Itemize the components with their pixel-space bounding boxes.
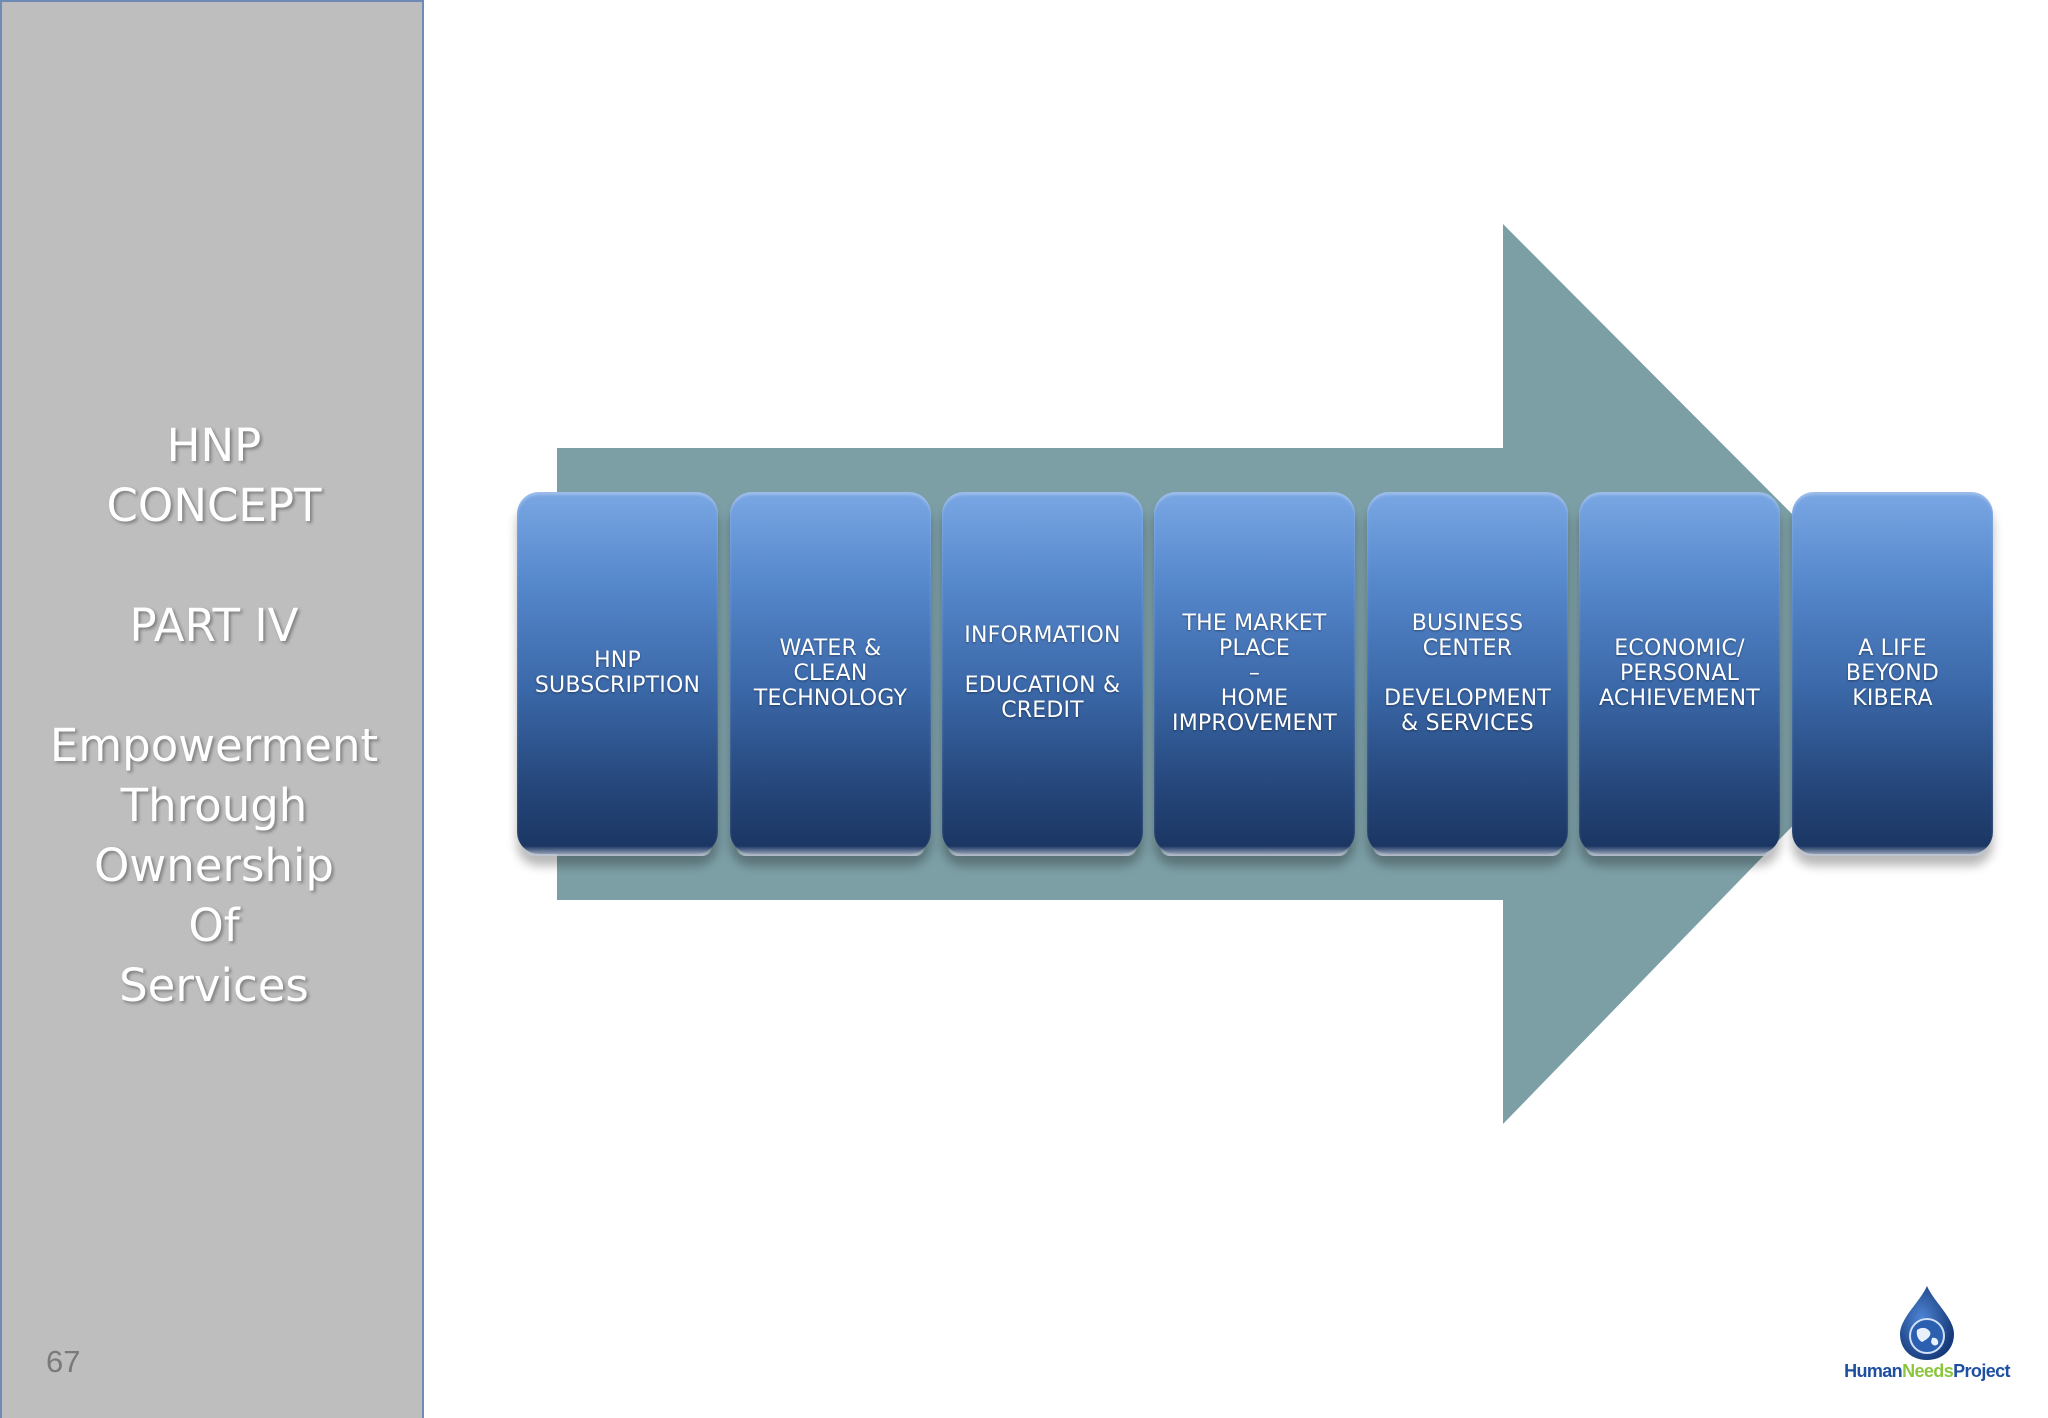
slide-title: HNP CONCEPT PART IV Empowerment Through … — [2, 416, 426, 1016]
step-market-place-home-improvement: THE MARKET PLACE – HOME IMPROVEMENT — [1154, 492, 1355, 856]
step-label: HNP SUBSCRIPTION — [534, 648, 701, 698]
water-drop-globe-icon — [1900, 1286, 1954, 1360]
subtitle-line: Ownership — [94, 839, 334, 892]
logo-word: Human — [1844, 1361, 1903, 1381]
subtitle-line: Of — [188, 899, 240, 952]
logo-word: Project — [1953, 1361, 2010, 1381]
subtitle-line: Through — [120, 779, 308, 832]
title-line: CONCEPT — [106, 479, 322, 532]
step-information-education-credit: INFORMATION EDUCATION & CREDIT — [942, 492, 1143, 856]
title-line: HNP — [166, 419, 262, 472]
step-label: BUSINESS CENTER DEVELOPMENT & SERVICES — [1384, 610, 1551, 736]
logo-word: Needs — [1902, 1361, 1954, 1381]
step-label: A LIFE BEYOND KIBERA — [1845, 635, 1940, 711]
page-number: 67 — [46, 1344, 81, 1379]
step-label: WATER & CLEAN TECHNOLOGY — [753, 635, 908, 711]
step-hnp-subscription: HNP SUBSCRIPTION — [517, 492, 718, 856]
subtitle-line: Empowerment — [49, 719, 379, 772]
human-needs-project-logo: HumanNeedsProject — [1842, 1282, 2012, 1390]
logo-wordmark: HumanNeedsProject — [1842, 1361, 2012, 1382]
step-label: THE MARKET PLACE – HOME IMPROVEMENT — [1172, 610, 1337, 736]
subtitle-line: Services — [119, 959, 309, 1012]
step-business-center: BUSINESS CENTER DEVELOPMENT & SERVICES — [1367, 492, 1568, 856]
part-label: PART IV — [129, 599, 299, 652]
step-life-beyond-kibera: A LIFE BEYOND KIBERA — [1792, 492, 1993, 856]
step-water-clean-technology: WATER & CLEAN TECHNOLOGY — [730, 492, 931, 856]
step-label: INFORMATION EDUCATION & CREDIT — [964, 623, 1121, 723]
step-label: ECONOMIC/ PERSONAL ACHIEVEMENT — [1599, 635, 1760, 711]
title-panel: HNP CONCEPT PART IV Empowerment Through … — [0, 0, 424, 1418]
step-economic-personal-achievement: ECONOMIC/ PERSONAL ACHIEVEMENT — [1579, 492, 1780, 856]
